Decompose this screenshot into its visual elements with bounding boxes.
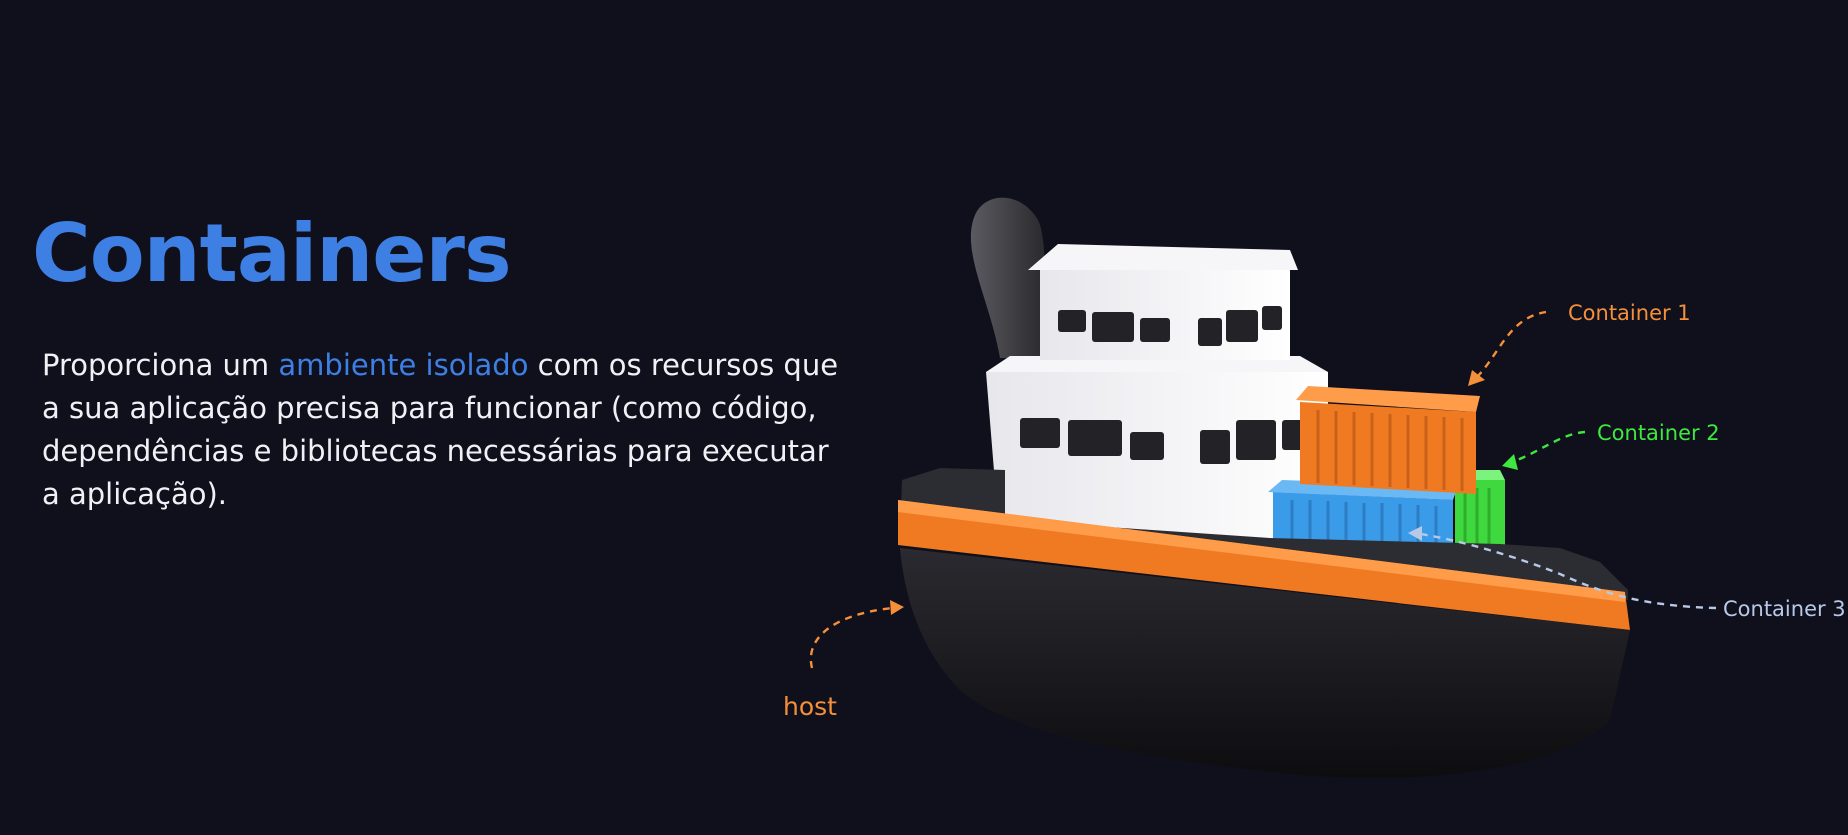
ship-funnel (970, 197, 1045, 358)
label-container-1: Container 1 (1568, 301, 1691, 325)
arrow-head-host (890, 600, 904, 615)
arrow-container-2 (1511, 430, 1586, 464)
ship-hull (898, 468, 1630, 778)
label-host: host (783, 692, 837, 721)
description-text-before: Proporciona um (42, 348, 279, 382)
slide-description: Proporciona um ambiente isolado com os r… (42, 344, 842, 516)
description-text-after: com os recursos que a sua aplicação prec… (42, 348, 839, 511)
label-container-3: Container 3 (1723, 597, 1846, 621)
arrow-head-container-3 (1408, 526, 1422, 541)
arrow-head-container-1 (1468, 370, 1485, 386)
slide-title: Containers (32, 207, 512, 300)
container-1 (1296, 386, 1480, 494)
label-container-2: Container 2 (1597, 421, 1720, 445)
description-highlight: ambiente isolado (278, 348, 529, 382)
arrow-container-1 (1475, 310, 1547, 379)
arrow-container-3 (1419, 532, 1717, 610)
arrow-head-container-2 (1502, 454, 1518, 470)
upper-cabin (1028, 244, 1298, 360)
arrow-host (809, 606, 893, 669)
